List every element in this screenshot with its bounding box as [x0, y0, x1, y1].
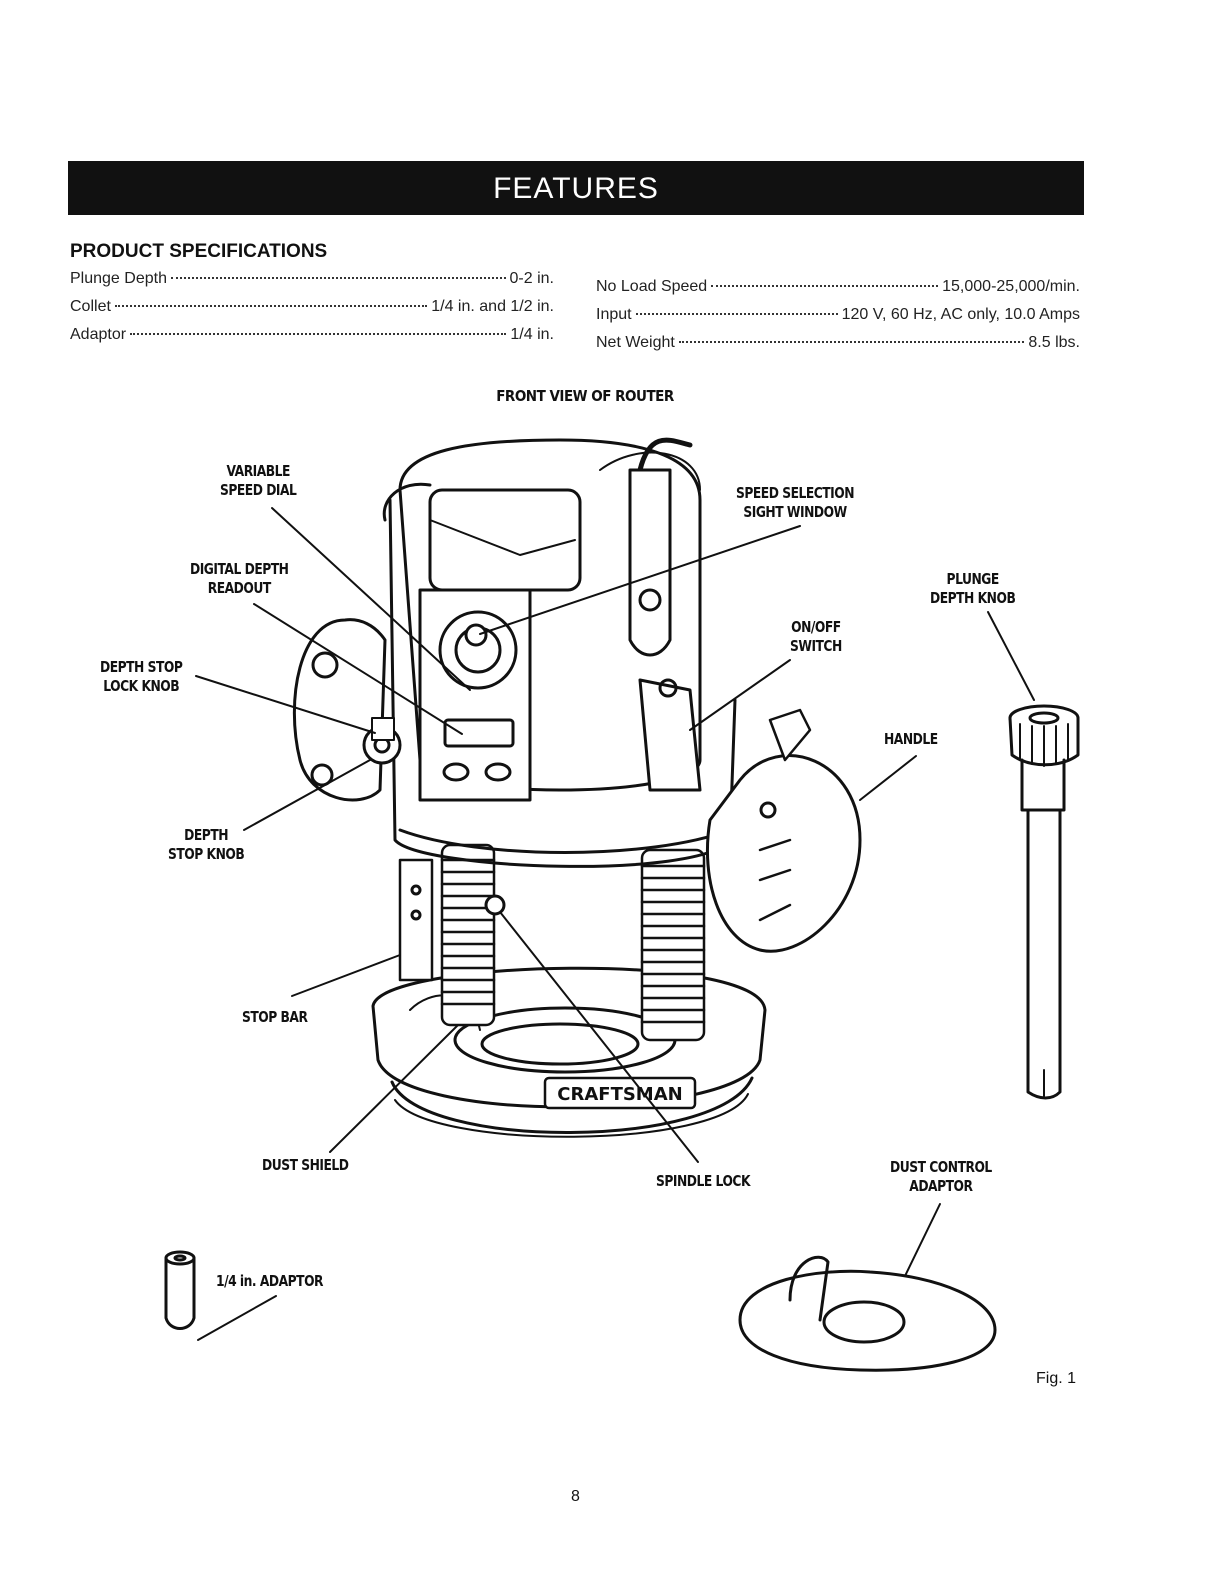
callout-depth-stop-knob: DEPTH STOP KNOB — [168, 826, 245, 863]
callout-digital-depth-readout: DIGITAL DEPTH READOUT — [190, 560, 289, 597]
spec-label: Collet — [70, 298, 111, 315]
dot-leader — [130, 333, 507, 335]
right-handle — [705, 754, 862, 953]
features-banner: FEATURES — [68, 161, 1084, 215]
spec-row-plunge-depth: Plunge Depth 0-2 in. — [70, 270, 554, 288]
spec-label: Adaptor — [70, 326, 127, 343]
specifications-heading: PRODUCT SPECIFICATIONS — [70, 241, 328, 262]
spec-row-net-weight: Net Weight 8.5 lbs. — [596, 334, 1080, 352]
callout-plunge-depth-knob: PLUNGE DEPTH KNOB — [930, 570, 1016, 607]
dot-leader — [635, 313, 838, 315]
figure-title: FRONT VIEW OF ROUTER — [496, 387, 674, 405]
callout-handle: HANDLE — [884, 730, 938, 748]
spec-row-input: Input 120 V, 60 Hz, AC only, 10.0 Amps — [596, 306, 1080, 324]
dust-control-adaptor-graphic — [738, 1255, 997, 1372]
plunge-springs — [440, 843, 706, 1042]
spec-row-adaptor: Adaptor 1/4 in. — [70, 326, 554, 344]
callout-on-off-switch: ON/OFF SWITCH — [790, 618, 842, 655]
callout-speed-selection-sight-window: SPEED SELECTION SIGHT WINDOW — [736, 484, 855, 521]
spec-value: 1/4 in. — [510, 326, 554, 343]
dot-leader — [711, 285, 939, 287]
stop-bar-graphic — [398, 858, 434, 982]
router-base — [371, 966, 767, 1138]
page-number: 8 — [571, 1488, 580, 1505]
callout-stop-bar: STOP BAR — [242, 1008, 308, 1026]
control-panel — [418, 588, 532, 802]
dot-leader — [678, 341, 1025, 343]
dot-leader — [114, 305, 428, 307]
spec-label: Plunge Depth — [70, 270, 167, 287]
callout-variable-speed-dial: VARIABLE SPEED DIAL — [220, 462, 297, 499]
spec-row-collet: Collet 1/4 in. and 1/2 in. — [70, 298, 554, 316]
callout-dust-shield: DUST SHIELD — [262, 1156, 349, 1174]
callout-spindle-lock: SPINDLE LOCK — [656, 1172, 750, 1190]
brand-plate: CRAFTSMAN — [543, 1076, 697, 1110]
callout-dust-control-adaptor: DUST CONTROL ADAPTOR — [890, 1158, 992, 1195]
spec-value: 1/4 in. and 1/2 in. — [431, 298, 554, 315]
spec-value: 15,000-25,000/min. — [942, 278, 1080, 295]
spec-value: 120 V, 60 Hz, AC only, 10.0 Amps — [841, 306, 1080, 323]
quarter-inch-adaptor-graphic — [164, 1250, 196, 1330]
plunge-depth-knob-graphic — [1008, 704, 1080, 1100]
depth-readout-display — [443, 718, 515, 748]
spec-label: No Load Speed — [596, 278, 708, 295]
brand-plate-text: CRAFTSMAN — [557, 1084, 682, 1105]
figure-label: Fig. 1 — [1036, 1370, 1077, 1387]
spec-row-no-load-speed: No Load Speed 15,000-25,000/min. — [596, 278, 1080, 296]
power-cord — [628, 437, 693, 657]
spec-label: Net Weight — [596, 334, 675, 351]
depth-stop-knob-graphic — [362, 717, 402, 765]
dot-leader — [170, 277, 506, 279]
on-off-switch-graphic — [638, 678, 812, 792]
spec-value: 0-2 in. — [509, 270, 554, 287]
callout-quarter-inch-adaptor: 1/4 in. ADAPTOR — [216, 1272, 324, 1290]
spindle-lock-button — [484, 894, 506, 916]
sight-window — [464, 623, 488, 647]
spec-label: Input — [596, 306, 632, 323]
callout-leaders — [195, 507, 1035, 1341]
callout-depth-stop-lock-knob: DEPTH STOP LOCK KNOB — [100, 658, 183, 695]
spec-value: 8.5 lbs. — [1028, 334, 1080, 351]
left-handle — [292, 618, 387, 802]
